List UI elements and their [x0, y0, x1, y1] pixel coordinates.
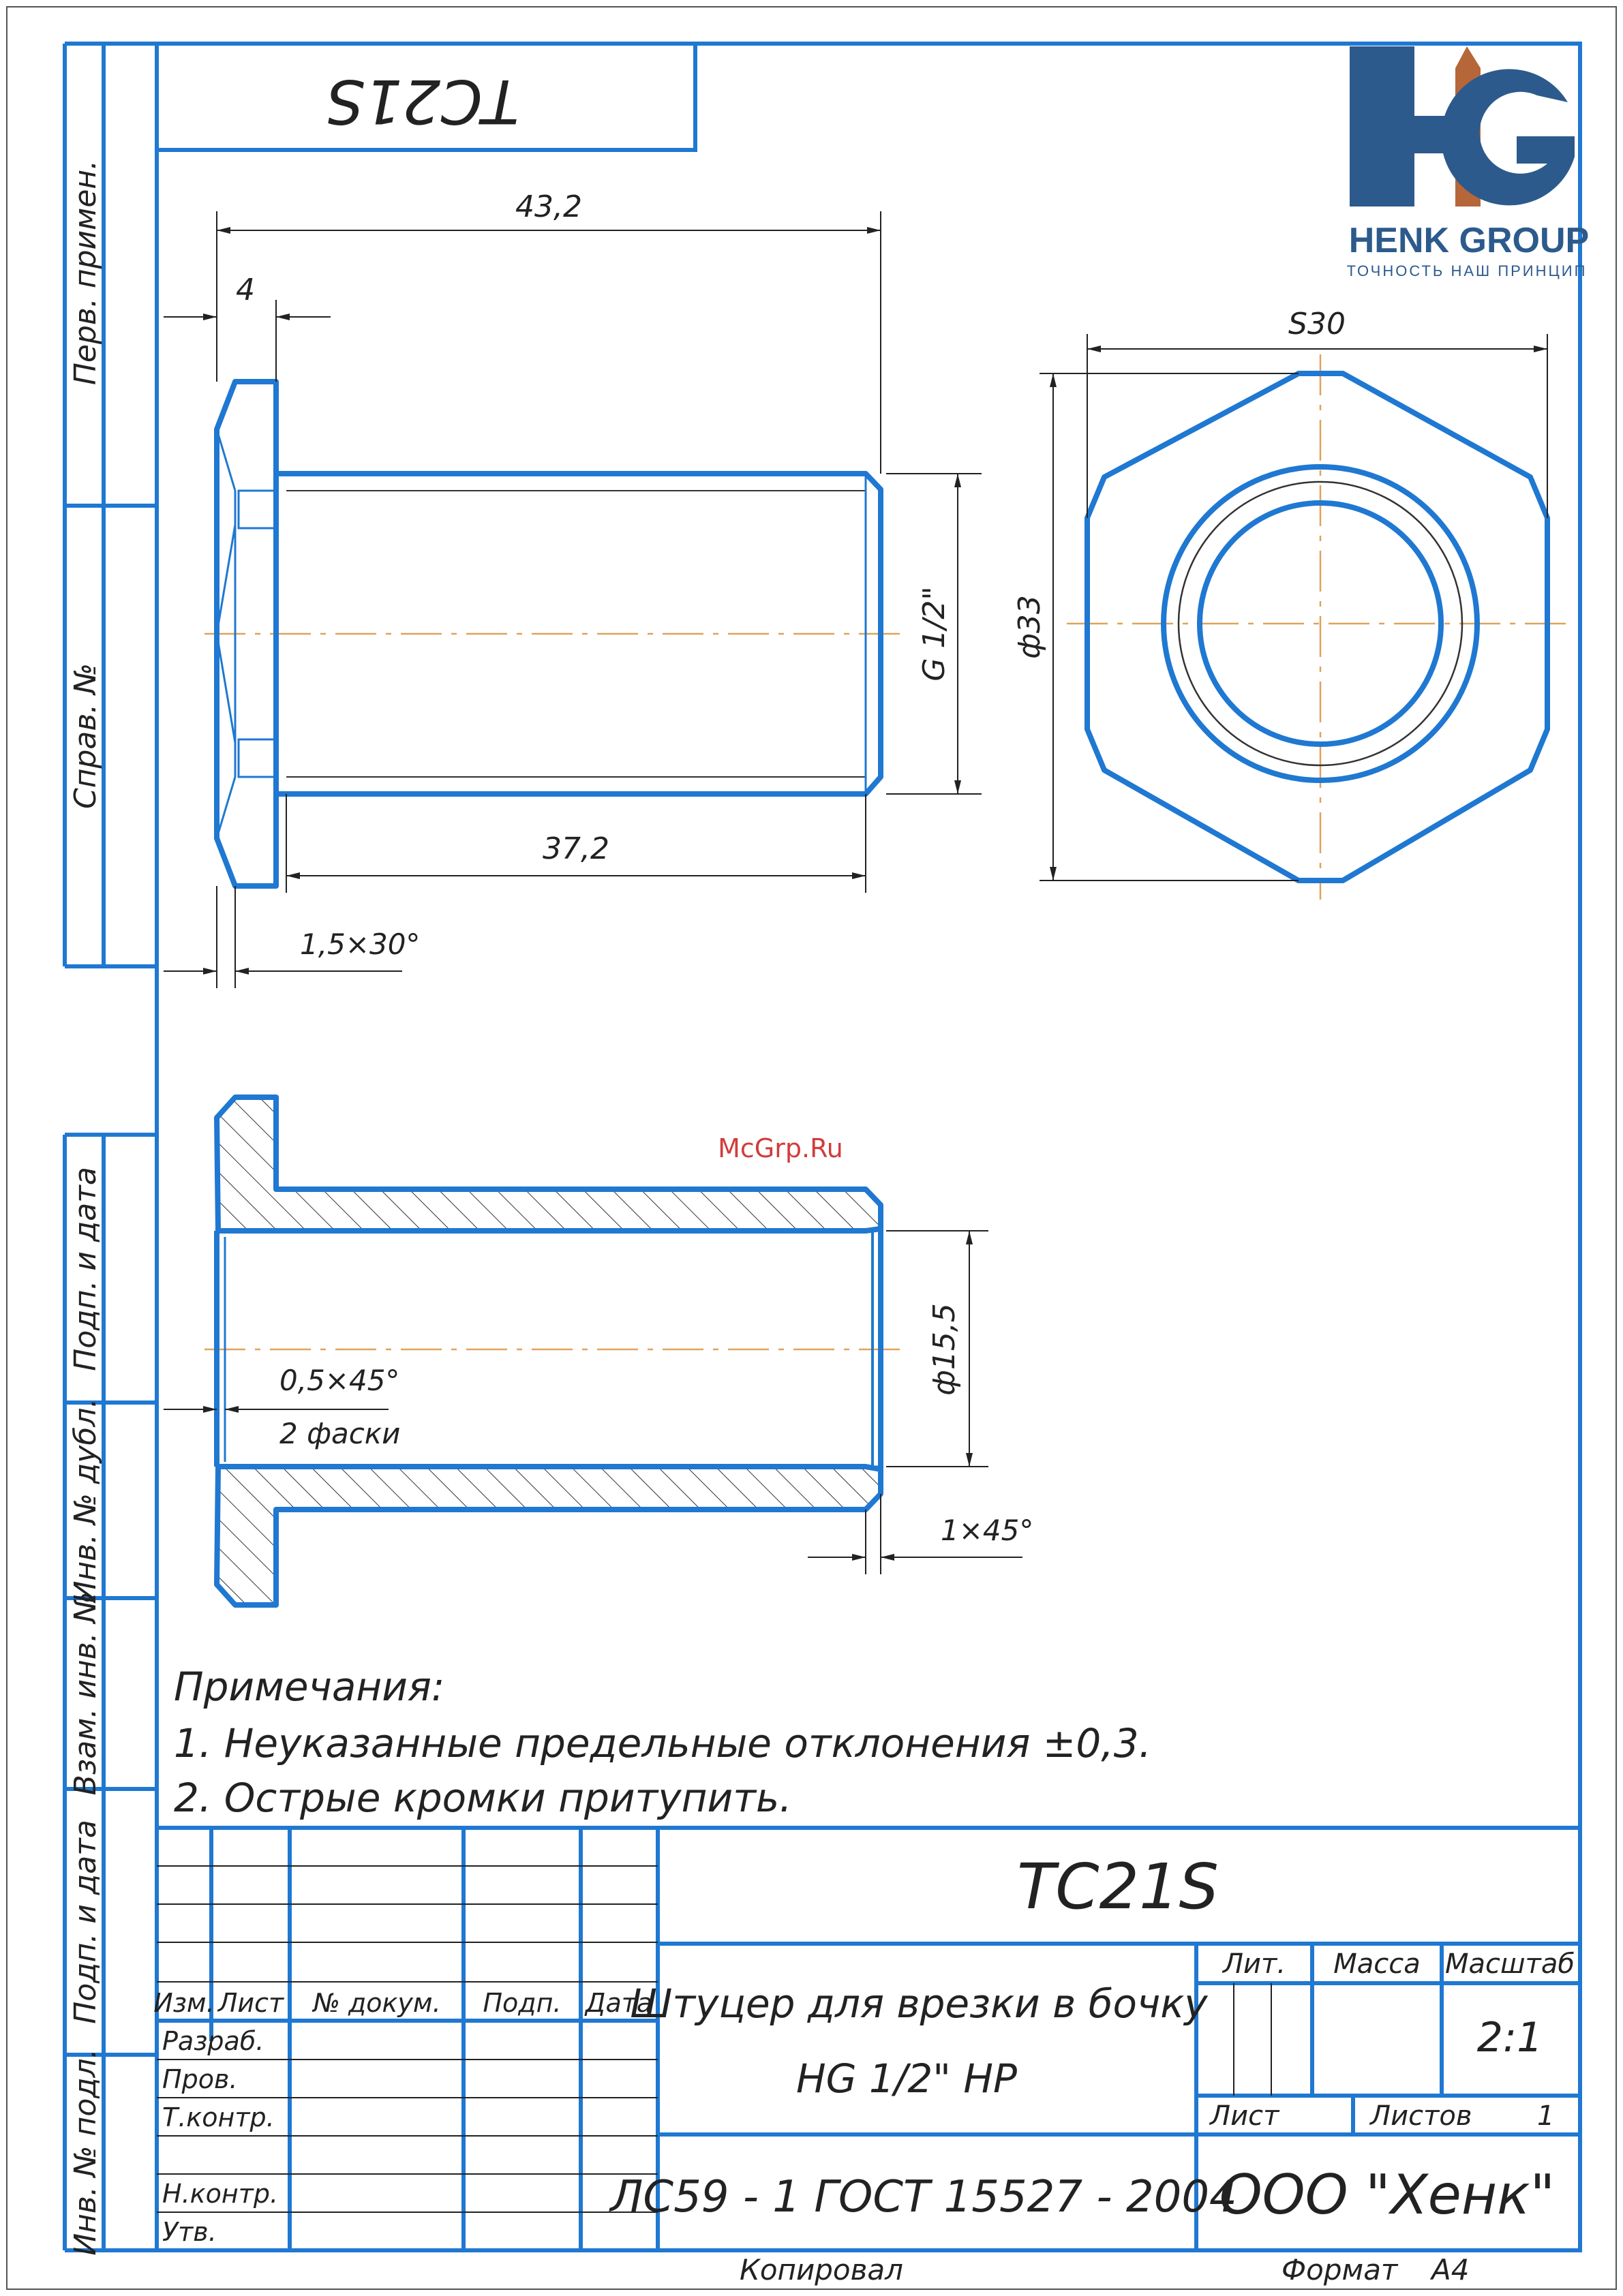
side-strip: Перв. примен. Справ. № Подп. и дата Инв.…	[63, 42, 157, 2256]
front-view: 43,2 4 37,2 G 1/2" 1,5×30°	[164, 189, 982, 988]
dim-length-total: 43,2	[515, 189, 582, 224]
material: ЛС59 - 1 ГОСТ 15527 - 2004	[609, 2172, 1237, 2222]
col-header-podp: Подп.	[483, 1988, 561, 2018]
company: ООО "Хенк"	[1219, 2163, 1556, 2226]
role-razrab: Разраб.	[162, 2026, 264, 2056]
dim-bore: ф15,5	[927, 1303, 962, 1396]
role-utv: Утв.	[162, 2217, 217, 2247]
dim-flange: 4	[236, 273, 255, 307]
watermark: McGrp.Ru	[718, 1133, 843, 1163]
sheets-label: Листов	[1369, 2100, 1472, 2132]
role-nkontr: Н.контр.	[162, 2179, 278, 2209]
side-label-sprav: Справ. №	[68, 663, 103, 809]
side-label-podp-data-2: Подп. и дата	[68, 1820, 103, 2024]
note-1: 1. Неуказанные предельные отклонения ±0,…	[174, 1720, 1151, 1766]
col-header-data: Дата	[584, 1988, 652, 2018]
notes: Примечания: 1. Неуказанные предельные от…	[174, 1664, 1151, 1821]
scale-value: 2:1	[1477, 2014, 1543, 2062]
col-header-izm: Изм.	[153, 1988, 214, 2018]
lit-label: Лит.	[1222, 1948, 1286, 1980]
dim-outer-diameter: ф33	[1012, 595, 1047, 659]
side-label-inv-podl: Инв. № подл.	[68, 2049, 103, 2256]
col-header-doc: № докум.	[312, 1988, 440, 2018]
side-label-perv-primen: Перв. примен.	[68, 160, 103, 385]
footer-format-label: Формат	[1281, 2253, 1399, 2286]
main-frame	[155, 42, 1582, 2252]
dim-chamfer-flange: 1,5×30°	[300, 928, 420, 961]
mass-label: Масса	[1333, 1948, 1421, 1980]
dim-chamfer-inner-note: 2 фаски	[279, 1417, 400, 1450]
note-2: 2. Острые кромки притупить.	[174, 1775, 792, 1821]
dim-thread: G 1/2"	[917, 586, 952, 681]
dim-thread-length: 37,2	[543, 831, 609, 866]
role-tkontr: Т.контр.	[162, 2102, 275, 2132]
section-view: ф15,5 0,5×45° 2 фаски 1×45°	[164, 1095, 1033, 1608]
sheets-value: 1	[1537, 2100, 1554, 2132]
side-label-inv-dubl: Инв. № дубл.	[68, 1398, 103, 1603]
footer-format: A4	[1429, 2253, 1469, 2286]
top-stamp-box: TC21S	[157, 44, 697, 152]
side-view: S30 ф33	[1012, 307, 1568, 900]
sheet-label: Лист	[1209, 2100, 1280, 2132]
notes-heading: Примечания:	[174, 1664, 444, 1710]
logo-text: HENK GROUP	[1349, 221, 1589, 260]
part-name-line2: HG 1/2" HP	[796, 2055, 1017, 2102]
dim-hex: S30	[1288, 307, 1346, 341]
scale-label: Масштаб	[1445, 1948, 1575, 1980]
title-block: Изм. Лист № докум. Подп. Дата Разраб. Пр…	[153, 1826, 1580, 2250]
logo-tagline: ТОЧНОСТЬ НАШ ПРИНЦИП	[1347, 262, 1588, 279]
role-prov: Пров.	[162, 2064, 237, 2094]
col-header-list: Лист	[217, 1988, 285, 2018]
side-label-vzam-inv: Взам. инв. №	[68, 1592, 103, 1796]
part-name-line1: Штуцер для врезки в бочку	[630, 1980, 1208, 2027]
designation: TC21S	[1017, 1850, 1219, 1923]
dim-chamfer-end: 1×45°	[941, 1514, 1033, 1547]
outer-border	[6, 6, 1617, 2290]
henk-group-logo: HENK GROUP ТОЧНОСТЬ НАШ ПРИНЦИП	[1347, 46, 1589, 279]
dim-chamfer-inner: 0,5×45°	[279, 1364, 399, 1397]
top-stamp-text: TC21S	[326, 66, 519, 136]
footer-copied: Копировал	[740, 2253, 903, 2286]
side-label-podp-data-1: Подп. и дата	[68, 1167, 103, 1371]
